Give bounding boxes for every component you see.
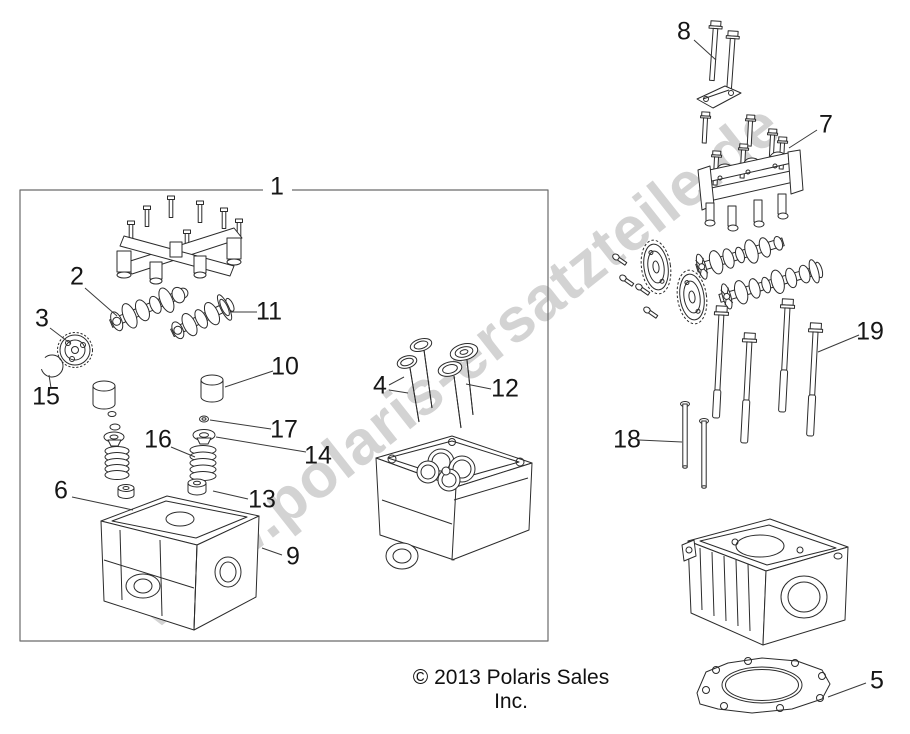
group-box	[20, 190, 548, 641]
cam-chain-sprocket-upper	[638, 238, 674, 296]
carrier-bolts-long	[705, 21, 739, 95]
callout-11: 11	[256, 297, 282, 326]
camshaft-lower-right	[716, 257, 825, 311]
callout-8: 8	[677, 17, 691, 46]
camshaft-front	[106, 279, 193, 335]
circlip	[37, 351, 68, 382]
intake-valves	[396, 336, 433, 422]
callout-9: 9	[286, 542, 300, 571]
valve-seal-middle	[188, 479, 206, 495]
callout-5: 5	[870, 666, 884, 695]
callout-6: 6	[54, 476, 68, 505]
copyright-text: © 2013 Polaris Sales Inc.	[412, 666, 610, 713]
valve-stack-middle	[188, 416, 216, 495]
callout-17: 17	[270, 415, 298, 444]
head-gasket	[697, 658, 830, 714]
cylinder-head-left	[101, 496, 259, 630]
dowel-studs	[681, 402, 709, 489]
callout-13: 13	[248, 485, 276, 514]
camshaft-upper-right	[693, 229, 787, 280]
cylinder-head-right	[682, 519, 848, 645]
exhaust-valves	[437, 341, 480, 428]
tappet-bucket-right	[201, 375, 223, 402]
callout-1: 1	[270, 172, 284, 201]
head-bolts	[709, 299, 823, 444]
cam-carrier	[698, 150, 803, 231]
callout-4: 4	[373, 371, 387, 400]
callout-12: 12	[491, 374, 519, 403]
sprocket-bolts	[612, 253, 659, 319]
tappet-bucket-left	[93, 381, 115, 409]
callout-19: 19	[856, 317, 884, 346]
rocker-arm-assembly	[117, 196, 243, 284]
callout-16: 16	[144, 425, 172, 454]
cam-sprocket	[58, 333, 93, 368]
callout-2: 2	[70, 262, 84, 291]
callout-15: 15	[32, 382, 60, 411]
camshaft-rear	[166, 291, 238, 346]
valve-stack-left	[104, 412, 134, 499]
callout-3: 3	[35, 304, 49, 333]
leader-lines	[49, 40, 866, 697]
cam-chain-sprocket-lower	[674, 268, 710, 326]
callout-10: 10	[271, 352, 299, 381]
cylinder-head-top-view	[376, 436, 532, 569]
callout-18: 18	[613, 425, 641, 454]
valve-seal-left	[118, 485, 134, 499]
callout-14: 14	[304, 441, 332, 470]
cam-carrier-bracket	[697, 86, 741, 108]
callout-7: 7	[819, 110, 833, 139]
